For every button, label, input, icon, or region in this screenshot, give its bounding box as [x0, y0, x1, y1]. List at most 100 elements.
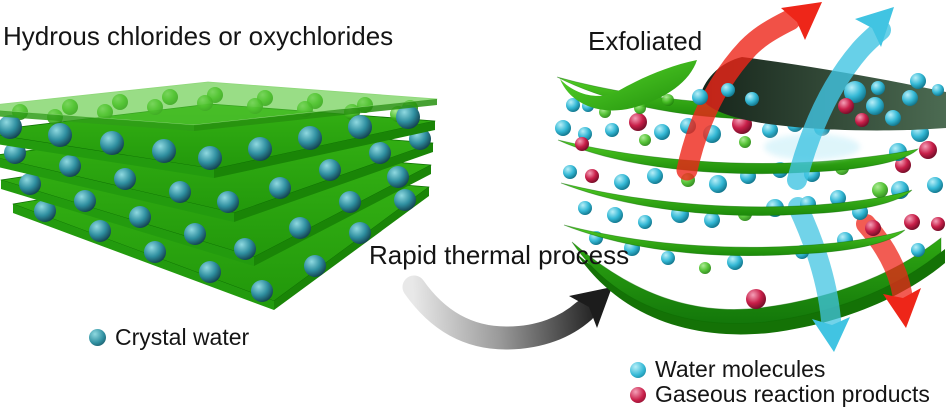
crystal-water-sphere	[100, 131, 124, 155]
process-label: Rapid thermal process	[369, 240, 630, 270]
exfoliated-sheet	[557, 139, 920, 175]
water-molecule-sphere	[866, 97, 884, 115]
red-down-arrowhead	[883, 288, 921, 328]
exfoliated-stack	[555, 2, 946, 352]
crystal-water-sphere	[0, 115, 22, 139]
water-molecule-sphere	[704, 212, 720, 228]
crystal-water-sphere	[319, 159, 341, 181]
crystal-water-sphere	[339, 191, 361, 213]
cyan-down-arrowhead	[812, 317, 850, 352]
gaseous-product-sphere	[919, 141, 937, 159]
water-molecule-sphere	[910, 73, 926, 89]
water-molecule-sphere	[566, 98, 580, 112]
water-molecule-sphere	[563, 165, 577, 179]
crystal-water-row	[34, 189, 416, 302]
crystal-water-sphere	[198, 146, 222, 170]
crystal-water-row	[19, 166, 409, 260]
water-molecule-sphere	[692, 89, 708, 105]
embedded-sphere	[739, 136, 751, 148]
gaseous-product-sphere	[746, 289, 766, 309]
crystal-water-sphere	[129, 206, 151, 228]
water-molecule-sphere	[871, 81, 885, 95]
embedded-sphere	[872, 182, 888, 198]
crystal-water-sphere	[114, 168, 136, 190]
legend-label: Crystal water	[115, 324, 250, 350]
water-molecule-sphere	[844, 81, 866, 103]
crystal-water-sphere	[217, 191, 239, 213]
gaseous-product-sphere	[629, 113, 647, 131]
gaseous-product-sphere	[585, 169, 599, 183]
water-molecule-sphere	[605, 123, 619, 137]
crystal-water-sphere-icon	[89, 329, 106, 346]
gaseous-product-sphere	[865, 220, 881, 236]
water-molecule-sphere	[614, 174, 630, 190]
water-molecule-sphere	[721, 83, 735, 97]
crystal-water-sphere	[396, 105, 420, 129]
crystal-water-sphere	[369, 142, 391, 164]
embedded-sphere	[662, 94, 674, 106]
crystal-water-sphere	[269, 177, 291, 199]
water-molecule-sphere	[727, 254, 743, 270]
crystal-water-sphere	[394, 189, 416, 211]
gaseous-product-sphere	[838, 98, 854, 114]
water-molecule-sphere	[661, 251, 675, 265]
crystal-water-sphere	[304, 255, 326, 277]
crystal-water-row	[0, 105, 420, 170]
crystal-water-sphere	[48, 123, 72, 147]
crystal-water-sphere	[298, 126, 322, 150]
right-structure-title: Exfoliated	[588, 26, 703, 56]
legend-crystal-water: Crystal water	[89, 324, 249, 351]
crystal-water-sphere	[34, 200, 56, 222]
water-molecule-sphere	[654, 124, 670, 140]
crystal-water-row	[4, 128, 431, 213]
gaseous-product-sphere	[904, 214, 920, 230]
water-molecule-sphere	[745, 92, 759, 106]
water-molecule-sphere	[638, 215, 652, 229]
sphere-group	[692, 73, 944, 127]
crystal-water-sphere	[248, 137, 272, 161]
water-molecule-sphere	[830, 190, 846, 206]
crystal-water-sphere	[169, 181, 191, 203]
legend-water-molecules: Water molecules	[630, 356, 825, 383]
process-arrowhead	[569, 287, 612, 328]
crystal-water-sphere	[251, 280, 273, 302]
cyan-up-arrowhead	[855, 7, 894, 47]
crystal-water-sphere	[349, 222, 371, 244]
layered-crystal-stack	[0, 81, 438, 310]
gaseous-product-sphere	[931, 217, 945, 231]
left-structure-title: Hydrous chlorides or oxychlorides	[3, 21, 394, 51]
water-molecule-sphere	[927, 177, 943, 193]
cyan-up-arrow-band	[787, 20, 891, 190]
crystal-water-sphere	[144, 241, 166, 263]
arrow-heads	[781, 2, 921, 352]
crystal-water-sphere	[59, 155, 81, 177]
process-arrow	[402, 275, 612, 350]
water-molecule-sphere	[555, 120, 571, 136]
crystal-water-sphere	[152, 139, 176, 163]
gaseous-product-sphere	[855, 113, 869, 127]
embedded-sphere	[699, 262, 711, 274]
crystal-water-sphere	[19, 173, 41, 195]
cyan-down-arrow-band	[788, 197, 841, 330]
water-molecule-sphere	[762, 122, 778, 138]
water-molecule-sphere	[578, 201, 592, 215]
water-molecule-sphere	[607, 207, 623, 223]
exfoliated-sheet	[563, 224, 906, 257]
legend-gaseous-products: Gaseous reaction products	[630, 381, 930, 408]
exfoliated-sheet-bottom	[571, 237, 945, 335]
gaseous-product-sphere	[895, 157, 911, 173]
crystal-water-sphere	[74, 190, 96, 212]
crystal-water-sphere	[387, 166, 409, 188]
water-molecule-sphere	[885, 110, 901, 126]
crystal-water-sphere	[199, 261, 221, 283]
escaping-arrows-top	[676, 9, 891, 190]
red-up-arrowhead	[781, 2, 822, 40]
translucent-top-layer	[0, 81, 438, 131]
gaseous-product-sphere-icon	[630, 386, 646, 403]
crystal-water-sphere	[89, 220, 111, 242]
gaseous-product-sphere	[575, 137, 589, 151]
water-molecule-sphere-icon	[630, 361, 646, 378]
embedded-sphere	[639, 134, 651, 146]
water-molecule-sphere	[647, 168, 663, 184]
